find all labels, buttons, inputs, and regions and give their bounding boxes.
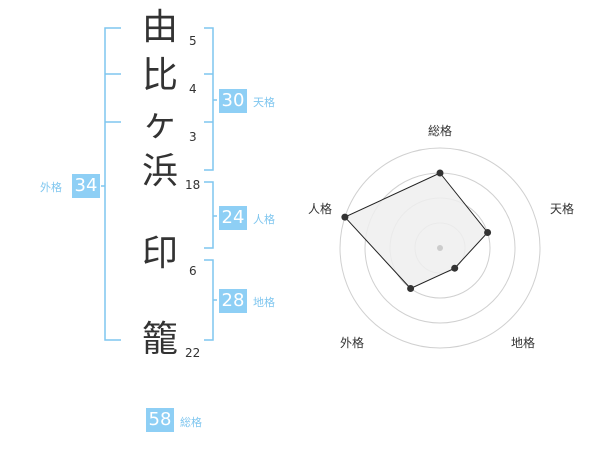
name-char-6: 籠 <box>141 319 178 360</box>
name-char-5: 印 <box>141 233 178 274</box>
chikaku-bracket <box>204 259 217 341</box>
stroke-count-4: 18 <box>185 178 201 192</box>
stroke-count-2: 4 <box>189 82 197 96</box>
name-char-2: 比 <box>141 55 178 96</box>
gaikaku-bracket <box>101 27 121 341</box>
radar-axis-label-gaikaku: 外格 <box>340 336 365 350</box>
radar-point-2 <box>484 229 492 236</box>
name-char-3: ヶ <box>141 103 178 144</box>
radar-axis-label-chikaku: 地格 <box>511 336 536 350</box>
stroke-count-5: 6 <box>189 264 197 278</box>
soukaku-badge: 58 <box>146 408 174 432</box>
gaikaku-label: 外格 <box>40 181 62 194</box>
jinkaku-bracket <box>204 181 217 249</box>
radar-point-4 <box>407 285 415 292</box>
radar-axis-label-jinkaku: 人格 <box>308 202 333 216</box>
stroke-count-1: 5 <box>189 34 197 48</box>
jinkaku-label: 人格 <box>253 213 275 226</box>
name-char-4: 浜 <box>141 151 178 192</box>
tenkaku-ticks <box>204 73 213 123</box>
radar-center-dot <box>437 245 443 251</box>
jinkaku-badge: 24 <box>219 206 247 230</box>
name-char-1: 由 <box>141 7 178 48</box>
chikaku-badge: 28 <box>219 289 247 313</box>
tenkaku-label: 天格 <box>253 96 275 109</box>
gaikaku-badge: 34 <box>72 174 100 198</box>
radar-point-5 <box>341 213 349 221</box>
stroke-count-3: 3 <box>189 130 197 144</box>
tenkaku-bracket <box>204 27 217 171</box>
radar-grid-ring-4 <box>339 147 541 349</box>
chikaku-label: 地格 <box>253 296 275 309</box>
tenkaku-badge: 30 <box>219 89 247 113</box>
radar-point-3 <box>451 264 459 272</box>
soukaku-label: 総格 <box>180 416 202 429</box>
radar-score-polygon <box>344 172 489 290</box>
stroke-count-6: 22 <box>185 346 201 360</box>
radar-axis-label-tenkaku: 天格 <box>550 202 575 216</box>
radar-point-1 <box>436 169 444 177</box>
radar-axis-label-soukaku: 総格 <box>428 124 453 138</box>
